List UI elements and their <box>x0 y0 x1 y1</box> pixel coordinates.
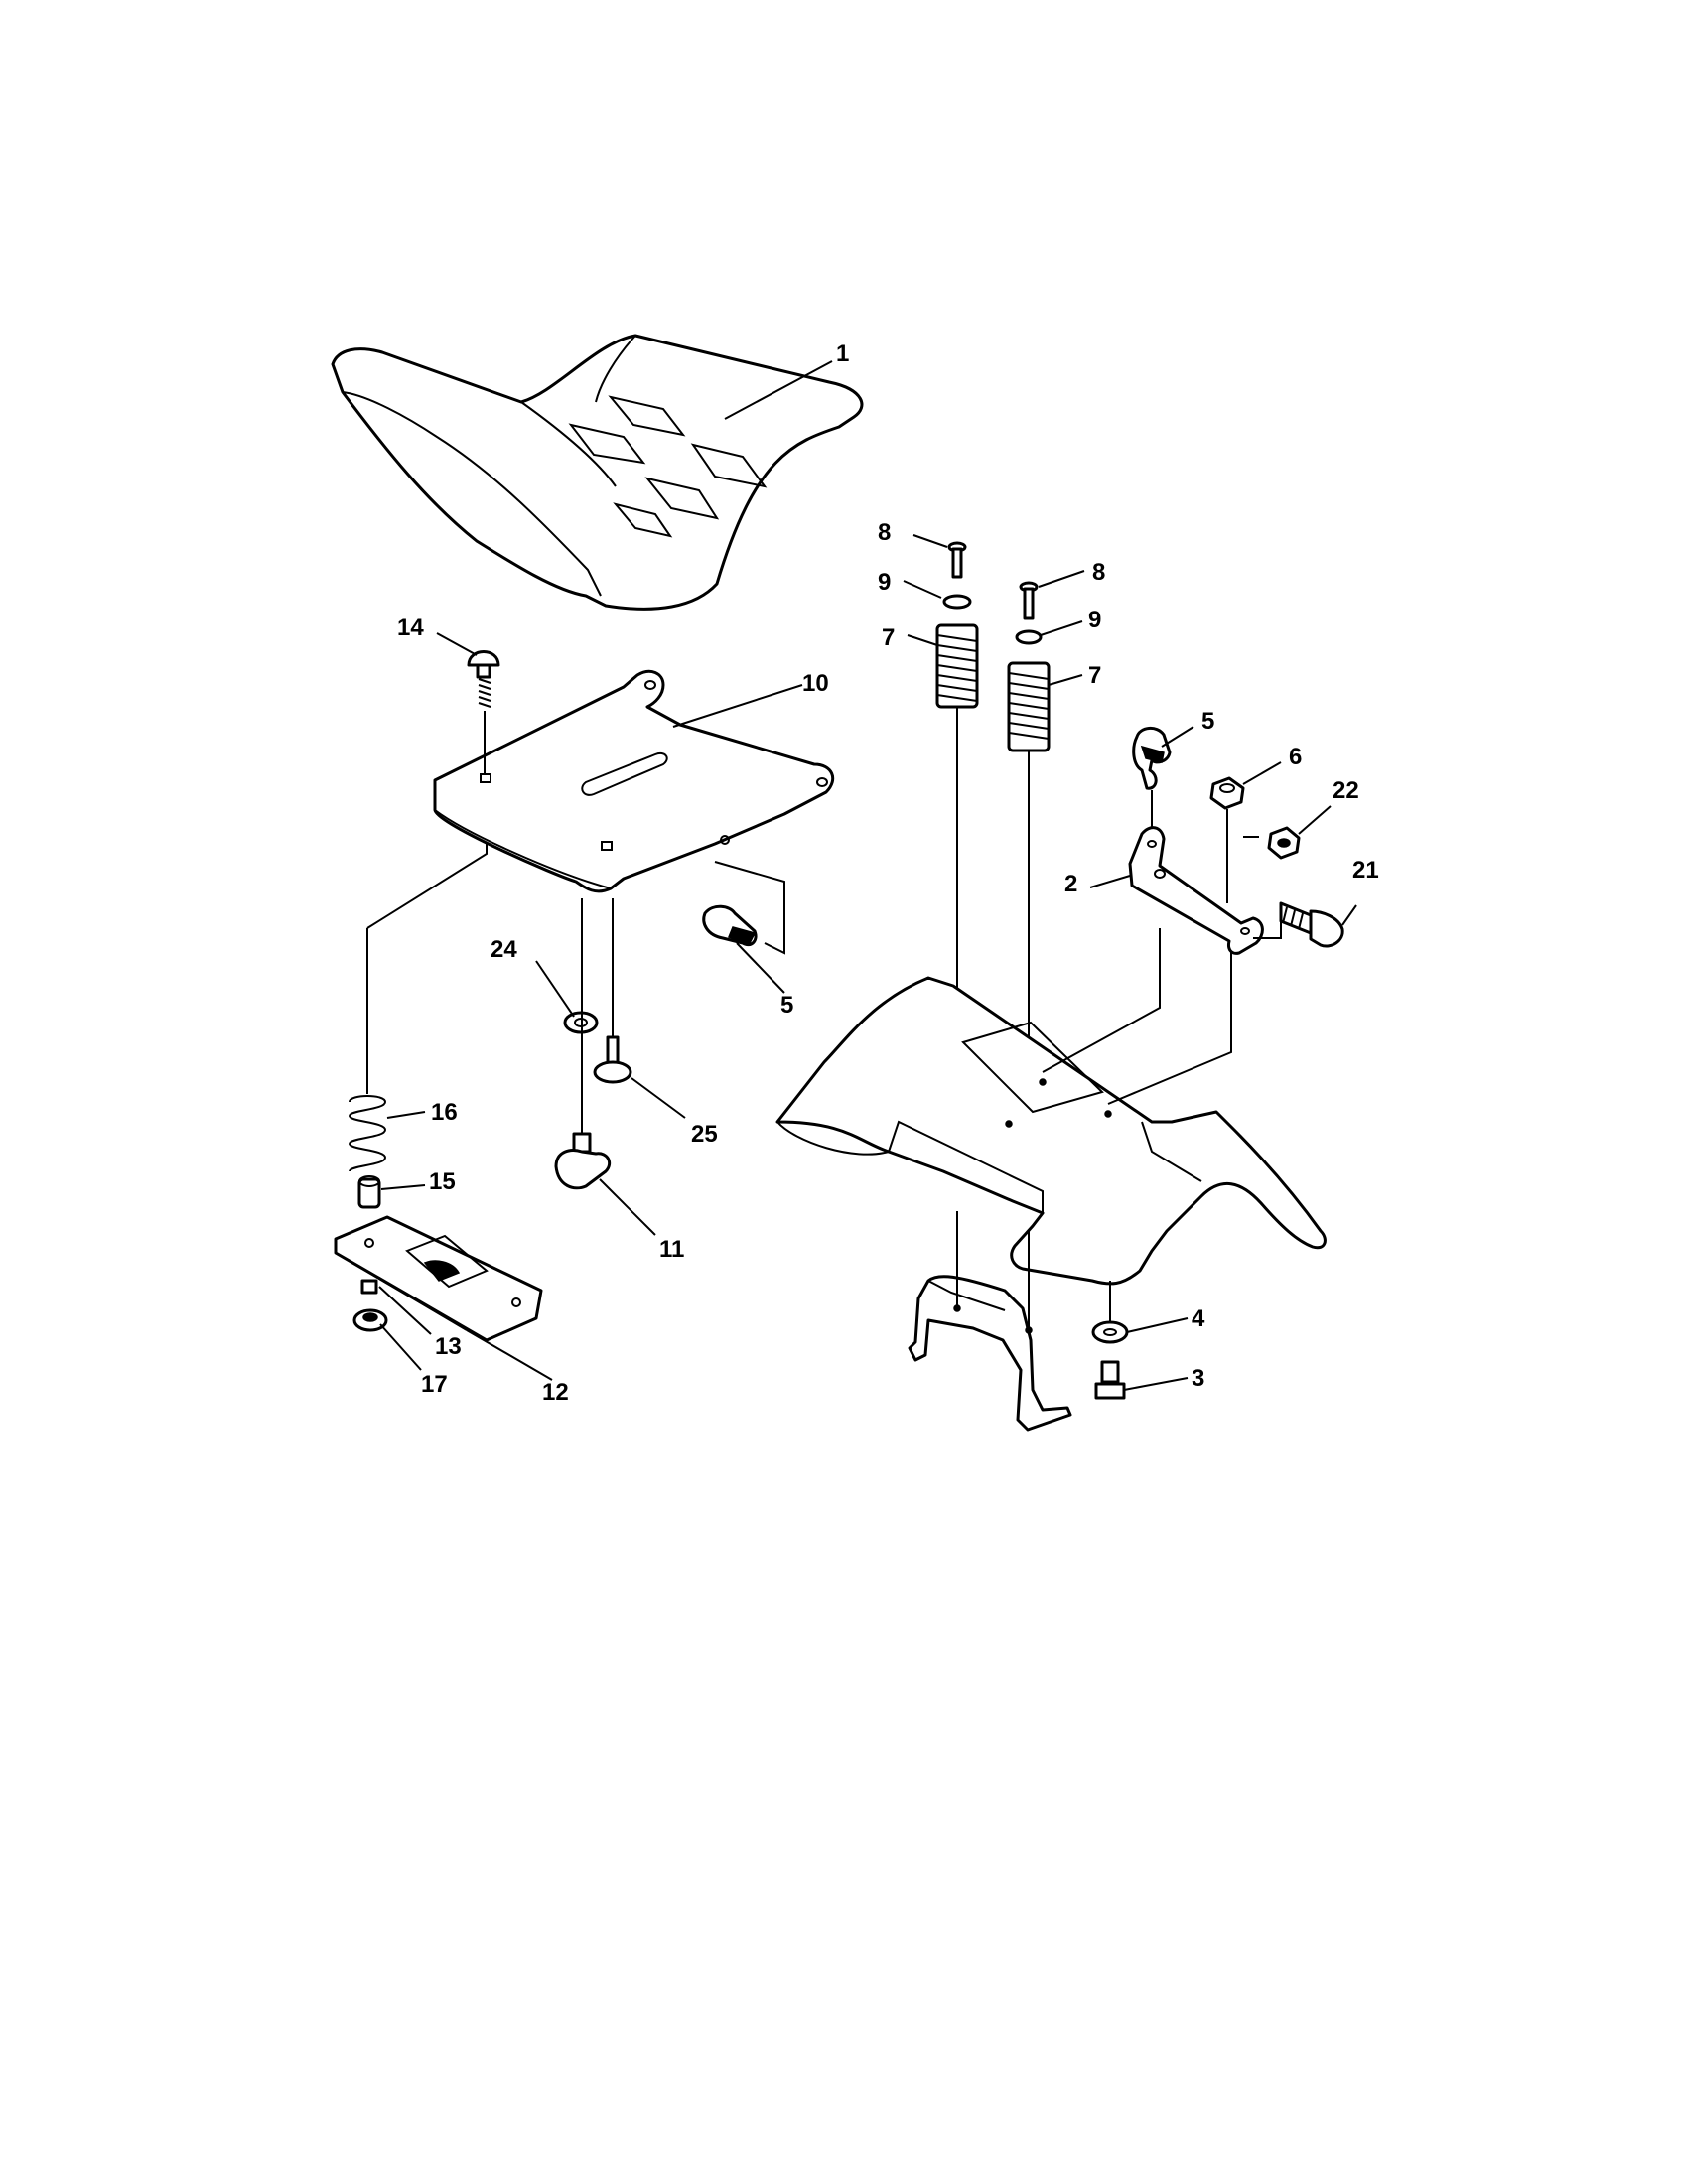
callout-7-right: 7 <box>1088 662 1101 689</box>
seat-pan-part <box>433 669 835 893</box>
callout-4: 4 <box>1192 1305 1205 1332</box>
callout-22: 22 <box>1333 777 1359 804</box>
callout-8-right: 8 <box>1092 559 1105 586</box>
bolt-bottom-part <box>1094 1360 1126 1400</box>
callout-10: 10 <box>802 670 829 697</box>
callout-13: 13 <box>435 1333 462 1360</box>
washer-bottom-part <box>1091 1281 1129 1344</box>
leader-lines <box>378 360 1357 1391</box>
nut-small-part <box>360 1279 378 1295</box>
spring-small-part <box>348 844 488 1172</box>
callout-14: 14 <box>397 614 424 641</box>
callout-1: 1 <box>836 341 849 367</box>
slide-plate-part <box>334 1215 543 1342</box>
clip-upper-part <box>1132 727 1172 874</box>
callout-25: 25 <box>691 1121 718 1148</box>
seat-part <box>331 334 864 611</box>
callout-15: 15 <box>429 1168 456 1195</box>
clip-lower-part <box>702 861 785 955</box>
spacer-part <box>357 1175 381 1209</box>
callout-17: 17 <box>421 1371 448 1398</box>
screw-left-part <box>947 541 967 579</box>
lower-bracket-part <box>908 1211 1072 1432</box>
hex-nut-part <box>1243 826 1301 860</box>
fender-part <box>775 928 1327 1286</box>
shoulder-bolt-part <box>1253 901 1344 948</box>
callout-labels: 1 10 14 8 9 7 8 9 7 5 6 22 21 2 5 24 25 … <box>397 341 1379 1406</box>
callout-16: 16 <box>431 1099 458 1126</box>
callout-9-right: 9 <box>1088 607 1101 633</box>
screw-right-part <box>1019 581 1039 620</box>
callout-11: 11 <box>659 1236 684 1263</box>
callout-12: 12 <box>542 1379 569 1406</box>
hinge-bracket-part <box>1128 826 1264 955</box>
callout-24: 24 <box>491 936 517 963</box>
shoulder-screw-part <box>593 898 632 1084</box>
callout-7-left: 7 <box>882 624 895 651</box>
washer-left-part <box>942 594 972 610</box>
flange-nut-part <box>352 1308 388 1332</box>
knob-part <box>554 898 612 1190</box>
callout-6: 6 <box>1289 744 1302 770</box>
callout-5-upper: 5 <box>1201 708 1214 735</box>
callout-9-left: 9 <box>878 569 891 596</box>
washer-right-part <box>1015 629 1043 645</box>
lock-nut-part <box>1209 776 1245 903</box>
callout-3: 3 <box>1192 1365 1204 1392</box>
callout-8-left: 8 <box>878 519 891 546</box>
callout-2: 2 <box>1064 871 1077 897</box>
callout-5-lower: 5 <box>780 992 793 1019</box>
callout-21: 21 <box>1352 857 1379 884</box>
